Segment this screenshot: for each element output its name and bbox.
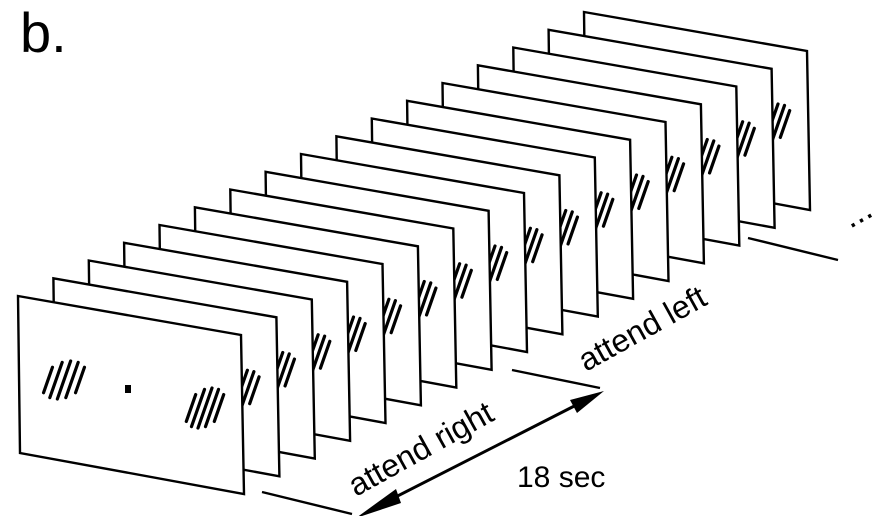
duration-label: 18 sec: [517, 461, 605, 494]
frame-stack: [16, 10, 812, 496]
display-frame: [16, 294, 246, 496]
fixation-point: [125, 385, 131, 393]
panel-label: b.: [20, 1, 67, 64]
continuation-ellipsis: ...: [835, 189, 878, 236]
left-grating: [41, 359, 87, 401]
attend-left-bracket: [747, 236, 839, 262]
arrowhead-right-icon: [570, 391, 604, 413]
right-grating: [184, 386, 226, 430]
duration-arrow: [358, 391, 604, 516]
arrowhead-left-icon: [358, 489, 401, 516]
attend-right-bracket: [261, 368, 601, 516]
